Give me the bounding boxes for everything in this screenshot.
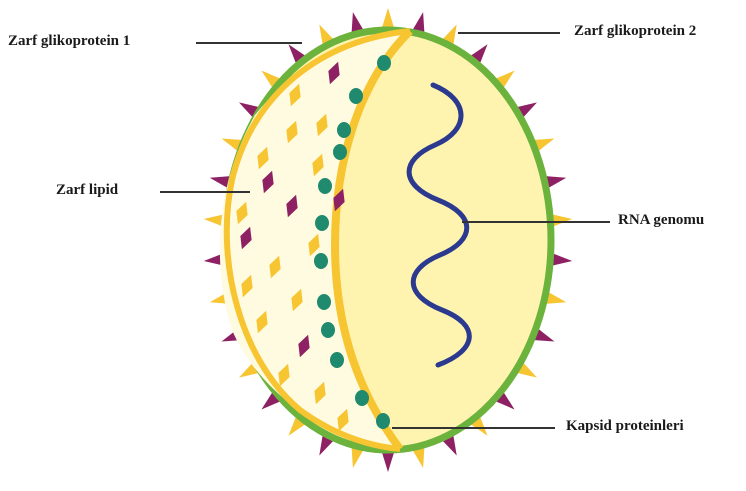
capsid-protein-dot xyxy=(333,144,347,160)
capsid-protein-dot xyxy=(330,352,344,368)
capsid-protein-dot xyxy=(315,215,329,231)
capsid-protein-dot xyxy=(321,322,335,338)
label-envelope-lipid: Zarf lipid xyxy=(56,183,118,198)
capsid-protein-dot xyxy=(377,55,391,71)
capsid-protein-dot xyxy=(317,294,331,310)
capsid-protein-dot xyxy=(314,253,328,269)
capsid-protein-dot xyxy=(337,122,351,138)
label-envelope-glycoprotein-1: Zarf glikoprotein 1 xyxy=(8,34,130,49)
capsid-protein-dot xyxy=(349,88,363,104)
capsid-protein-dot xyxy=(355,390,369,406)
label-rna-genome: RNA genomu xyxy=(618,213,704,228)
capsid-protein-dot xyxy=(376,413,390,429)
capsid-protein-dot xyxy=(318,178,332,194)
label-capsid-proteins: Kapsid proteinleri xyxy=(566,419,684,434)
label-envelope-glycoprotein-2: Zarf glikoprotein 2 xyxy=(574,24,696,39)
